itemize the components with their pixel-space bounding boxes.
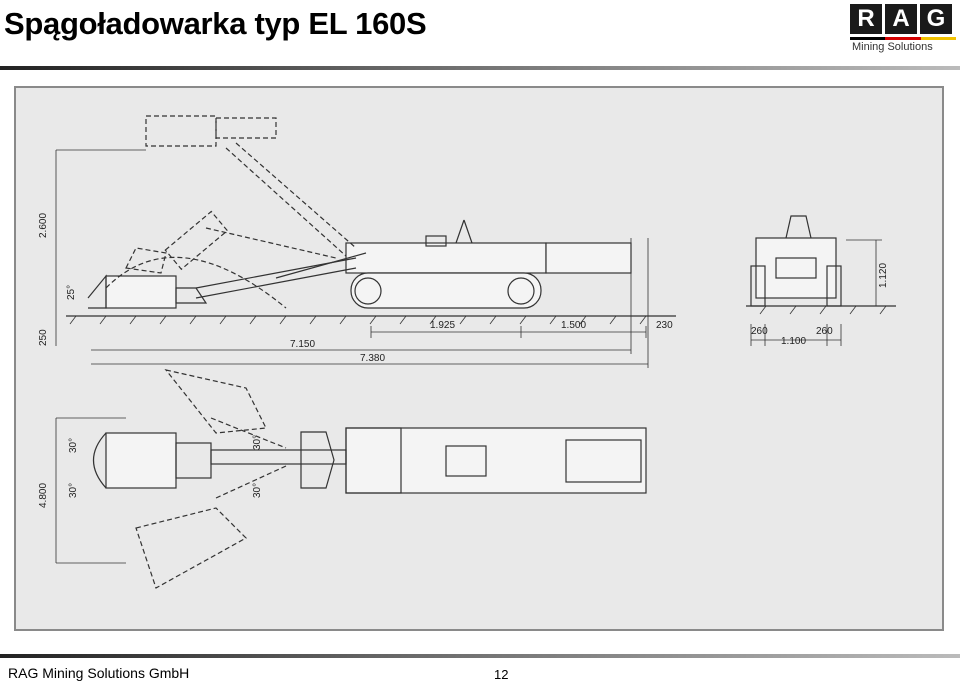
boom-swing-positions	[135, 369, 287, 589]
logo-letter-a: A	[885, 4, 917, 34]
dim-front-side-left: 260	[751, 326, 768, 337]
dim-height-total: 2.600	[38, 213, 49, 238]
footer-divider	[0, 654, 960, 658]
dim-front-width: 1.100	[781, 336, 806, 347]
dim-top-angle-4: 30°	[252, 483, 263, 498]
dim-len-c: 230	[656, 320, 673, 331]
logo-stripe	[850, 37, 956, 40]
dim-front-height: 1.120	[878, 263, 889, 288]
loader-side-view	[87, 219, 632, 309]
dim-top-width-total: 4.800	[38, 483, 49, 508]
dim-len-a: 1.925	[430, 320, 455, 331]
logo-letter-g: G	[920, 4, 952, 34]
header-divider	[0, 66, 960, 70]
page-number: 12	[494, 667, 509, 682]
footer-company: RAG Mining Solutions GmbH	[8, 665, 190, 681]
rag-logo: R A G Mining Solutions	[850, 4, 956, 56]
ground-hatch	[69, 305, 887, 325]
dim-len-total-2: 7.380	[360, 353, 385, 364]
side-view-dimensions	[55, 149, 649, 368]
drawing-canvas: 2.600 250 25° 1.925 1.500 230 7.150 7.38…	[38, 115, 896, 589]
boom-raised-positions	[105, 115, 357, 309]
dim-front-side-right: 260	[816, 326, 833, 337]
top-view-dimensions	[55, 417, 126, 564]
dim-top-angle-2: 30°	[68, 483, 79, 498]
loader-front-view	[750, 215, 842, 307]
logo-subtitle: Mining Solutions	[852, 41, 933, 53]
dim-len-total-1: 7.150	[290, 339, 315, 350]
dim-top-angle-3: 30°	[252, 435, 263, 450]
page-title: Spągoładowarka typ EL 160S	[4, 6, 427, 41]
dim-height-base: 250	[38, 329, 49, 346]
dim-top-angle-1: 30°	[68, 438, 79, 453]
front-view-dimensions	[750, 239, 882, 346]
logo-letters: R A G	[850, 4, 956, 34]
logo-letter-r: R	[850, 4, 882, 34]
dim-angle: 25°	[66, 285, 77, 300]
technical-drawing: 2.600 250 25° 1.925 1.500 230 7.150 7.38…	[14, 86, 944, 631]
dim-len-b: 1.500	[561, 320, 586, 331]
loader-top-view	[93, 427, 647, 494]
